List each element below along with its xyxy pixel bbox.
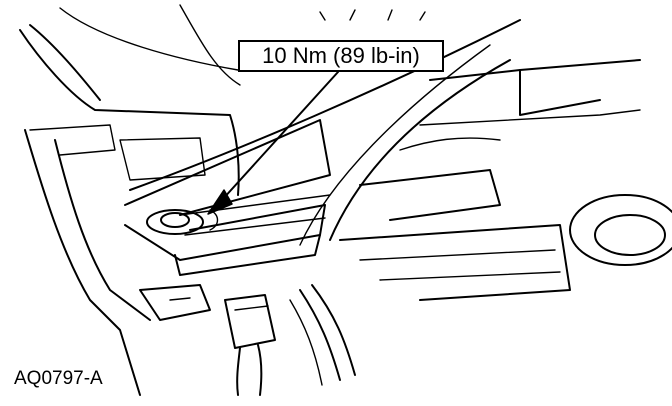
left-bracket bbox=[29, 124, 116, 156]
right-panel-edge bbox=[519, 69, 601, 116]
harness-3 bbox=[289, 299, 323, 386]
connector-wire-b bbox=[257, 344, 263, 396]
right-panel-mid bbox=[359, 169, 501, 221]
right-panel-rib bbox=[419, 109, 641, 126]
connector-wire-a bbox=[236, 347, 241, 396]
leader-line bbox=[221, 71, 339, 201]
round-component-inner bbox=[594, 214, 666, 256]
trim-edge-2 bbox=[179, 4, 241, 86]
right-panel-top bbox=[429, 59, 641, 81]
bolt-head-outer bbox=[146, 209, 204, 235]
connector-latch bbox=[234, 305, 269, 311]
round-component-outer bbox=[569, 194, 672, 266]
module-housing-top bbox=[124, 119, 331, 216]
module-rib-1 bbox=[179, 194, 331, 216]
lower-bracket-2 bbox=[169, 297, 191, 301]
right-panel-detail bbox=[399, 137, 501, 151]
top-mark-2 bbox=[349, 9, 356, 21]
connector-body bbox=[224, 294, 276, 349]
top-mark-1 bbox=[319, 11, 326, 21]
harness-1 bbox=[299, 289, 341, 381]
sweep-trim-outer bbox=[129, 19, 521, 191]
leader-arrowhead bbox=[207, 189, 233, 215]
top-mark-3 bbox=[387, 9, 393, 21]
sweep-trim-inner bbox=[329, 59, 511, 241]
upper-trim-outline bbox=[19, 29, 240, 196]
right-housing bbox=[339, 224, 571, 301]
left-pillar bbox=[24, 129, 141, 396]
upper-trim-inner bbox=[29, 24, 101, 101]
lower-bracket bbox=[139, 284, 211, 321]
torque-callout: 10 Nm (89 lb-in) bbox=[238, 40, 444, 72]
top-mark-4 bbox=[419, 11, 426, 21]
right-housing-rib-2 bbox=[379, 271, 561, 281]
trim-edge bbox=[59, 7, 239, 71]
left-bracket-2 bbox=[119, 137, 206, 181]
left-pillar-inner bbox=[54, 139, 151, 321]
harness-2 bbox=[311, 284, 356, 376]
module-housing-side bbox=[174, 234, 321, 276]
right-housing-rib bbox=[359, 249, 556, 261]
module-rib-2 bbox=[184, 217, 326, 236]
sweep-trim-highlight bbox=[299, 44, 491, 246]
figure-id-label: AQ0797-A bbox=[14, 368, 103, 389]
bolt-head-inner bbox=[160, 212, 190, 228]
